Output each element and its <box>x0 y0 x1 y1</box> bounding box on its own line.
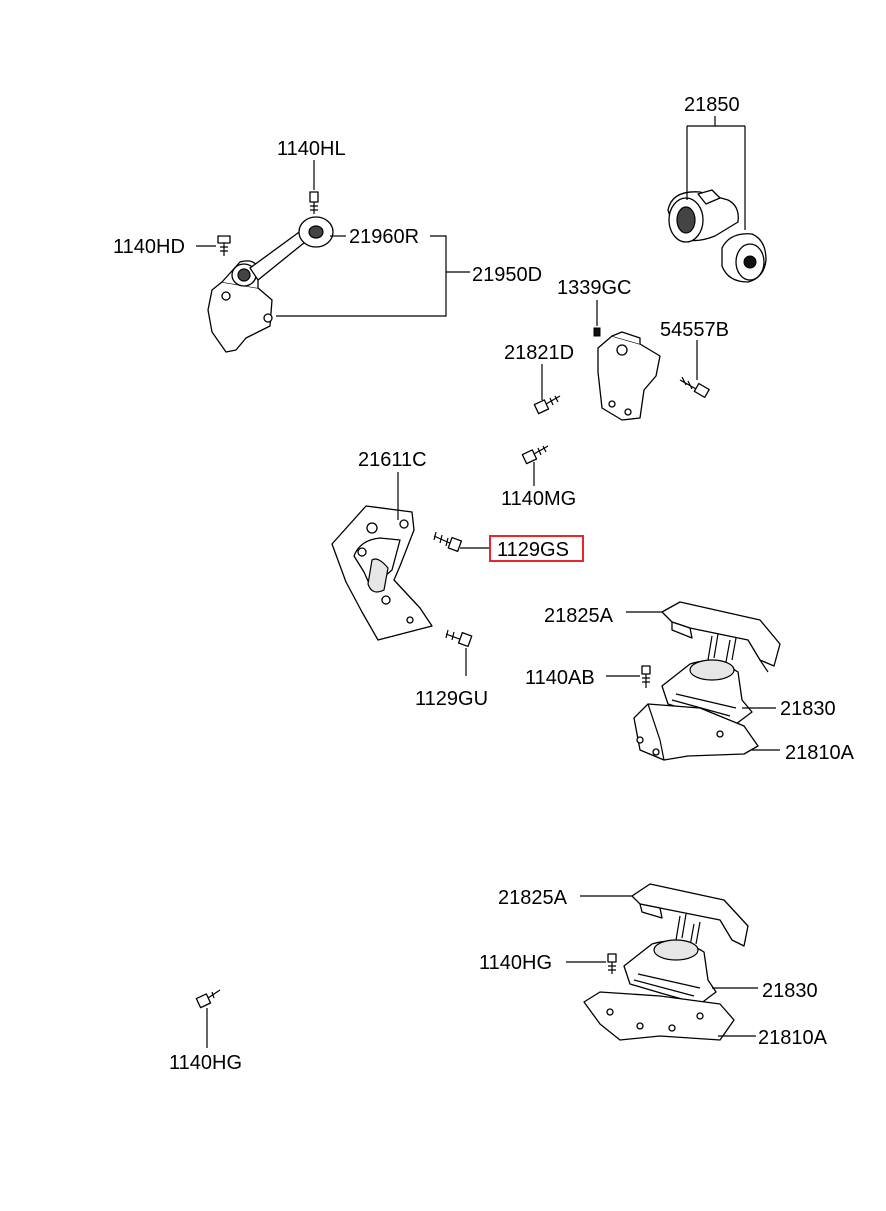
label-21810A-bottom: 21810A <box>758 1027 828 1049</box>
label-1140AB: 1140AB <box>525 667 595 689</box>
label-21611C: 21611C <box>358 449 427 471</box>
label-54557B: 54557B <box>660 319 729 341</box>
label-21830-top: 21830 <box>780 698 836 720</box>
bolt-1140MG-drawing <box>521 445 549 465</box>
highlight-box-1129GS <box>489 535 584 562</box>
bolt-1129GS-drawing <box>433 531 463 552</box>
bolt-1339GC-drawing <box>593 327 601 337</box>
bracket-21611C-drawing <box>331 505 433 641</box>
label-21960R: 21960R <box>349 226 419 248</box>
bolt-1140AB-drawing <box>641 665 651 688</box>
label-21821D: 21821D <box>504 342 574 364</box>
bolt-54557B-drawing <box>679 376 710 398</box>
bracket-21821D-drawing <box>597 331 661 421</box>
label-1339GC: 1339GC <box>557 277 632 299</box>
label-1140HG-right: 1140HG <box>479 952 552 974</box>
bolt-21821D-drawing <box>533 395 561 415</box>
label-21810A-top: 21810A <box>785 742 855 764</box>
roll-rod-21950D-drawing <box>207 216 334 353</box>
label-21950D: 21950D <box>472 264 542 286</box>
mount-assembly-top-drawing <box>633 601 781 761</box>
label-1129GS[interactable]: 1129GS <box>497 539 569 561</box>
label-1140HD: 1140HD <box>113 236 185 258</box>
label-21850: 21850 <box>684 94 740 116</box>
mount-assembly-bottom-drawing <box>583 883 749 1041</box>
label-1129GU: 1129GU <box>415 688 488 710</box>
bolt-1129GU-drawing <box>445 629 473 648</box>
label-21825A-bottom: 21825A <box>498 887 568 909</box>
label-1140HL: 1140HL <box>277 138 346 160</box>
bushing-21850-drawing <box>667 189 767 283</box>
label-21830-bottom: 21830 <box>762 980 818 1002</box>
bolt-1140HL-drawing <box>309 191 319 214</box>
label-21825A-top: 21825A <box>544 605 614 627</box>
label-1140MG: 1140MG <box>501 488 576 510</box>
label-1140HG-left: 1140HG <box>169 1052 242 1074</box>
bolt-1140HG-right-drawing <box>607 953 617 974</box>
bolt-1140HG-left-drawing <box>195 989 221 1009</box>
bolt-1140HD-drawing <box>217 235 231 256</box>
